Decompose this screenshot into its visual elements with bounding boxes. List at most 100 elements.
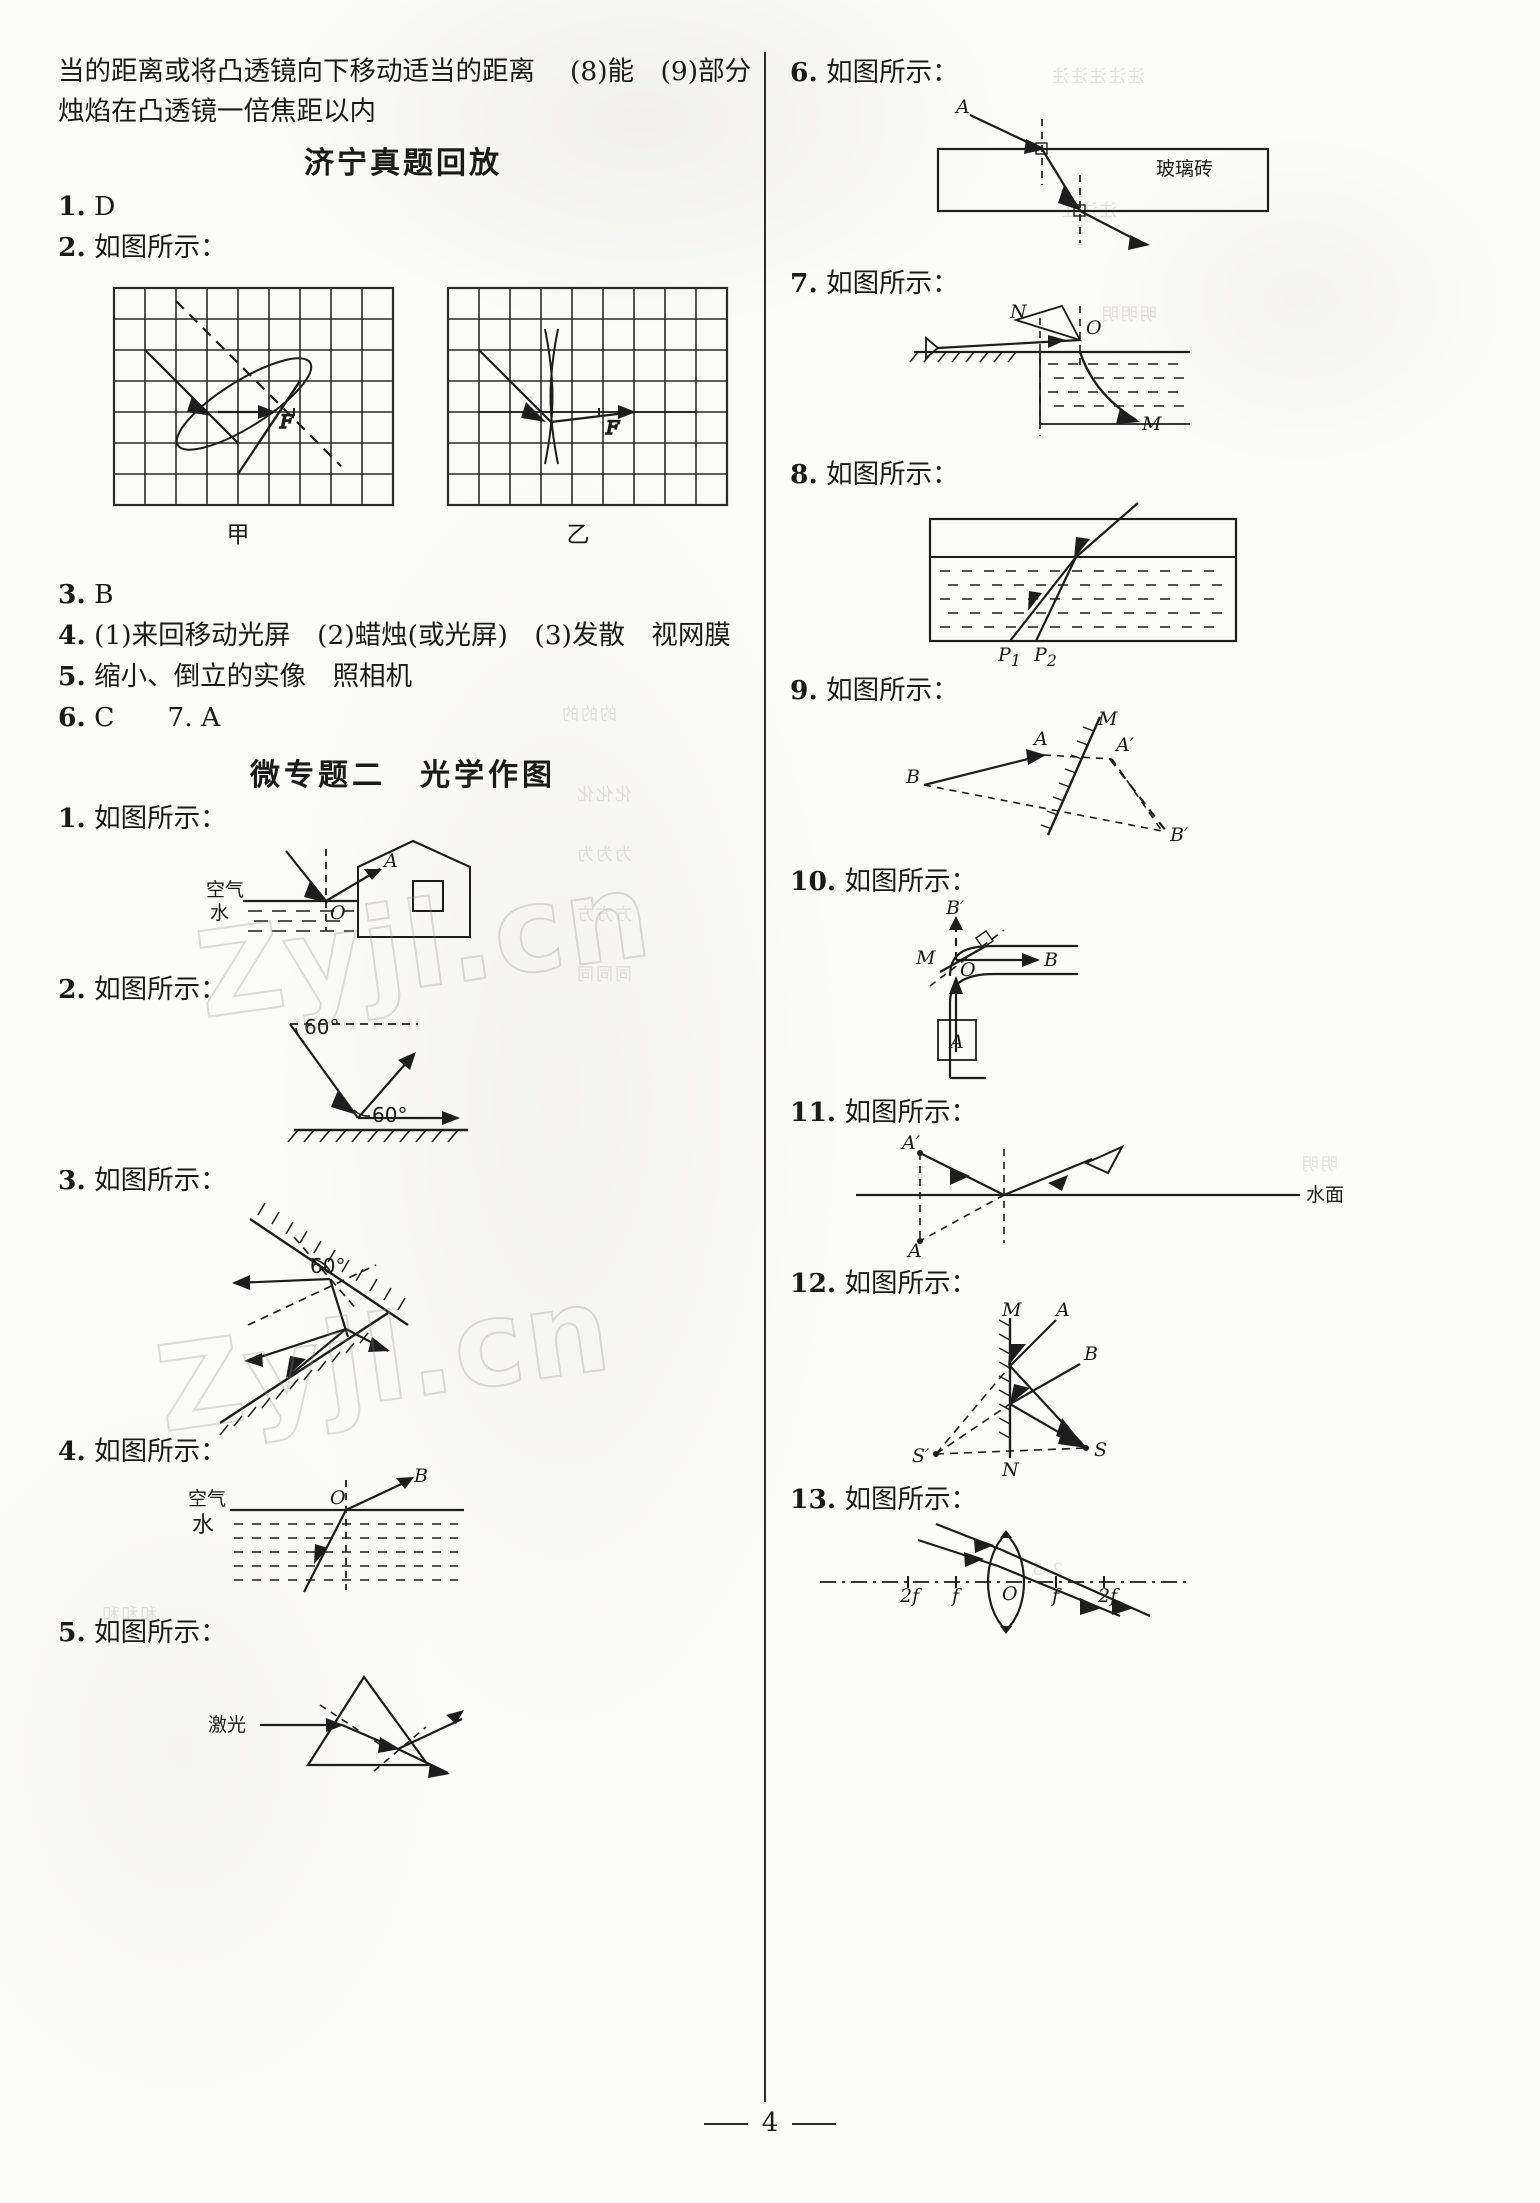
item-text: 如图所示： (826, 57, 959, 88)
figure-q7-pond-refraction: N O M (790, 301, 1490, 454)
item-number: 4. (58, 1436, 86, 1467)
answer-item-3: 3. B (58, 574, 748, 615)
label-O-q4: O (330, 1487, 346, 1509)
item-text: 缩小、倒立的实像 照相机 (94, 661, 413, 692)
label-O-q10: O (960, 959, 976, 981)
item-number: 2. (58, 232, 86, 263)
label-2f-left-q13: 2f (899, 1585, 922, 1607)
optics-item-4: 4. 如图所示： (58, 1431, 748, 1472)
label-f-left-q13: f (950, 1585, 962, 1607)
label-N-q12: N (1001, 1459, 1020, 1481)
item-number: 11. (790, 1097, 837, 1128)
answer-item-4: 4. (1)来回移动光屏 (2)蜡烛(或光屏) (3)发散 视网膜 (58, 615, 748, 656)
figure-q13-convex-lens: 2f f O f 2f (790, 1520, 1490, 1640)
item-text: (1)来回移动光屏 (2)蜡烛(或光屏) (3)发散 视网膜 (94, 620, 731, 651)
page-number-value: 4 (761, 2108, 779, 2138)
item-number: 6. (58, 702, 86, 733)
label-water-q1: 水 (210, 902, 229, 924)
label-F-jia: F (279, 411, 294, 433)
item-text: 如图所示： (94, 232, 227, 263)
figure-q8-tank: P1 P2 (790, 495, 1490, 670)
figure-q1-house-water: 空气 水 O A (58, 839, 748, 969)
grid-jia (112, 286, 395, 507)
label-M-q9: M (1097, 708, 1118, 730)
item-text: 如图所示： (826, 459, 959, 490)
label-A-q9: A (1032, 728, 1048, 750)
label-N-q7: N (1009, 301, 1028, 323)
label-water-surface-q11: 水面 (1306, 1184, 1344, 1206)
item-number: 6. (790, 57, 818, 88)
figure-q2-mirror-60: 60° 60° (58, 1010, 748, 1160)
figure-q11-water-surface-image: A′ A 水面 (790, 1132, 1490, 1263)
label-laser-q5: 激光 (208, 1714, 246, 1736)
caption-yi: 乙 (567, 522, 590, 548)
figure-q4-water-refraction: 空气 水 O B (58, 1465, 748, 1612)
optics-item-1: 1. 如图所示： (58, 798, 748, 839)
label-Aprime-q11: A′ (900, 1132, 921, 1154)
item-number: 4. (58, 620, 86, 651)
optics-item-3: 3. 如图所示： (58, 1160, 748, 1201)
grid-yi (446, 286, 729, 507)
item-number: 7. (790, 268, 818, 299)
item-text: 如图所示： (844, 866, 978, 897)
right-item-13: 13. 如图所示： (790, 1479, 1490, 1520)
item-text: 如图所示： (94, 974, 227, 1005)
figure-q6-glass-block: A 玻璃砖 (790, 93, 1490, 263)
figure-q12-mirror-MN: M A B S′ S N (790, 1299, 1490, 1481)
answer-item-5: 5. 缩小、倒立的实像 照相机 (58, 656, 748, 697)
figure-q10-periscope: B′ M O B A (790, 897, 1490, 1092)
item-number: 5. (58, 1617, 86, 1648)
caption-jia: 甲 (227, 522, 250, 548)
item-text: 如图所示： (826, 268, 959, 299)
label-B-q9: B (905, 766, 920, 788)
right-item-8: 8. 如图所示： (790, 454, 1490, 495)
item-number: 5. (58, 661, 86, 692)
item-number: 1. (58, 803, 86, 834)
item-number: 12. (790, 1268, 837, 1299)
label-B-q12: B (1083, 1343, 1098, 1365)
right-item-7: 7. 如图所示： (790, 263, 1490, 304)
label-A-q12: A (1054, 1299, 1070, 1321)
item-number: 2. (58, 974, 86, 1005)
item-number: 3. (58, 1165, 86, 1196)
label-angle2-q2: 60° (372, 1103, 407, 1127)
label-air-q1: 空气 (206, 879, 244, 901)
right-column: 6. 如图所示： (790, 52, 1490, 1640)
carryover-line-right: (8)能 (9)部分 (570, 56, 752, 87)
item-number: 3. (58, 579, 86, 610)
item-text: C 7. A (94, 702, 221, 733)
right-item-9: 9. 如图所示： (790, 670, 1490, 711)
item-text: 如图所示： (826, 675, 959, 706)
section-title-jining: 济宁真题回放 (304, 146, 502, 181)
item-text: 如图所示： (844, 1097, 978, 1128)
label-angle1-q2: 60° (304, 1015, 339, 1039)
label-O-q1: O (330, 902, 346, 924)
figure-q5-prism-laser: 激光 (58, 1653, 748, 1803)
carryover-line-2: 烛焰在凸透镜一倍焦距以内 (58, 96, 376, 127)
label-A-q6: A (954, 96, 970, 118)
label-Sprime-q12: S′ (912, 1445, 930, 1467)
figure-q3-two-mirrors: 60° (58, 1201, 748, 1436)
item-number: 8. (790, 459, 818, 490)
section-title-optics-drawing: 微专题二 光学作图 (250, 758, 556, 793)
figure-q2-grids: F (58, 274, 748, 574)
item-text: 如图所示： (94, 1617, 227, 1648)
right-item-6: 6. 如图所示： (790, 52, 1490, 93)
label-O-q7: O (1086, 317, 1102, 339)
optics-item-5: 5. 如图所示： (58, 1612, 748, 1653)
item-text: B (94, 579, 114, 610)
label-Aprime-q9: A′ (1114, 734, 1135, 756)
label-P1-q8: P1 (997, 644, 1021, 670)
item-text: 如图所示： (94, 803, 227, 834)
item-number: 10. (790, 866, 837, 897)
left-column: 当的距离或将凸透镜向下移动适当的距离 烛焰在凸透镜一倍焦距以内 济宁真题回放 1… (58, 52, 748, 1803)
label-Bprime-q10: B′ (945, 897, 965, 919)
label-M-q12: M (1001, 1299, 1022, 1321)
label-f-right-q13: f (1050, 1585, 1062, 1607)
label-A-q1: A (382, 850, 398, 872)
label-angle-q3: 60° (310, 1254, 345, 1278)
right-item-12: 12. 如图所示： (790, 1263, 1490, 1304)
label-glass-q6: 玻璃砖 (1156, 158, 1213, 180)
label-B-q4: B (413, 1465, 428, 1487)
carryover-line-1: 当的距离或将凸透镜向下移动适当的距离 (58, 56, 535, 87)
